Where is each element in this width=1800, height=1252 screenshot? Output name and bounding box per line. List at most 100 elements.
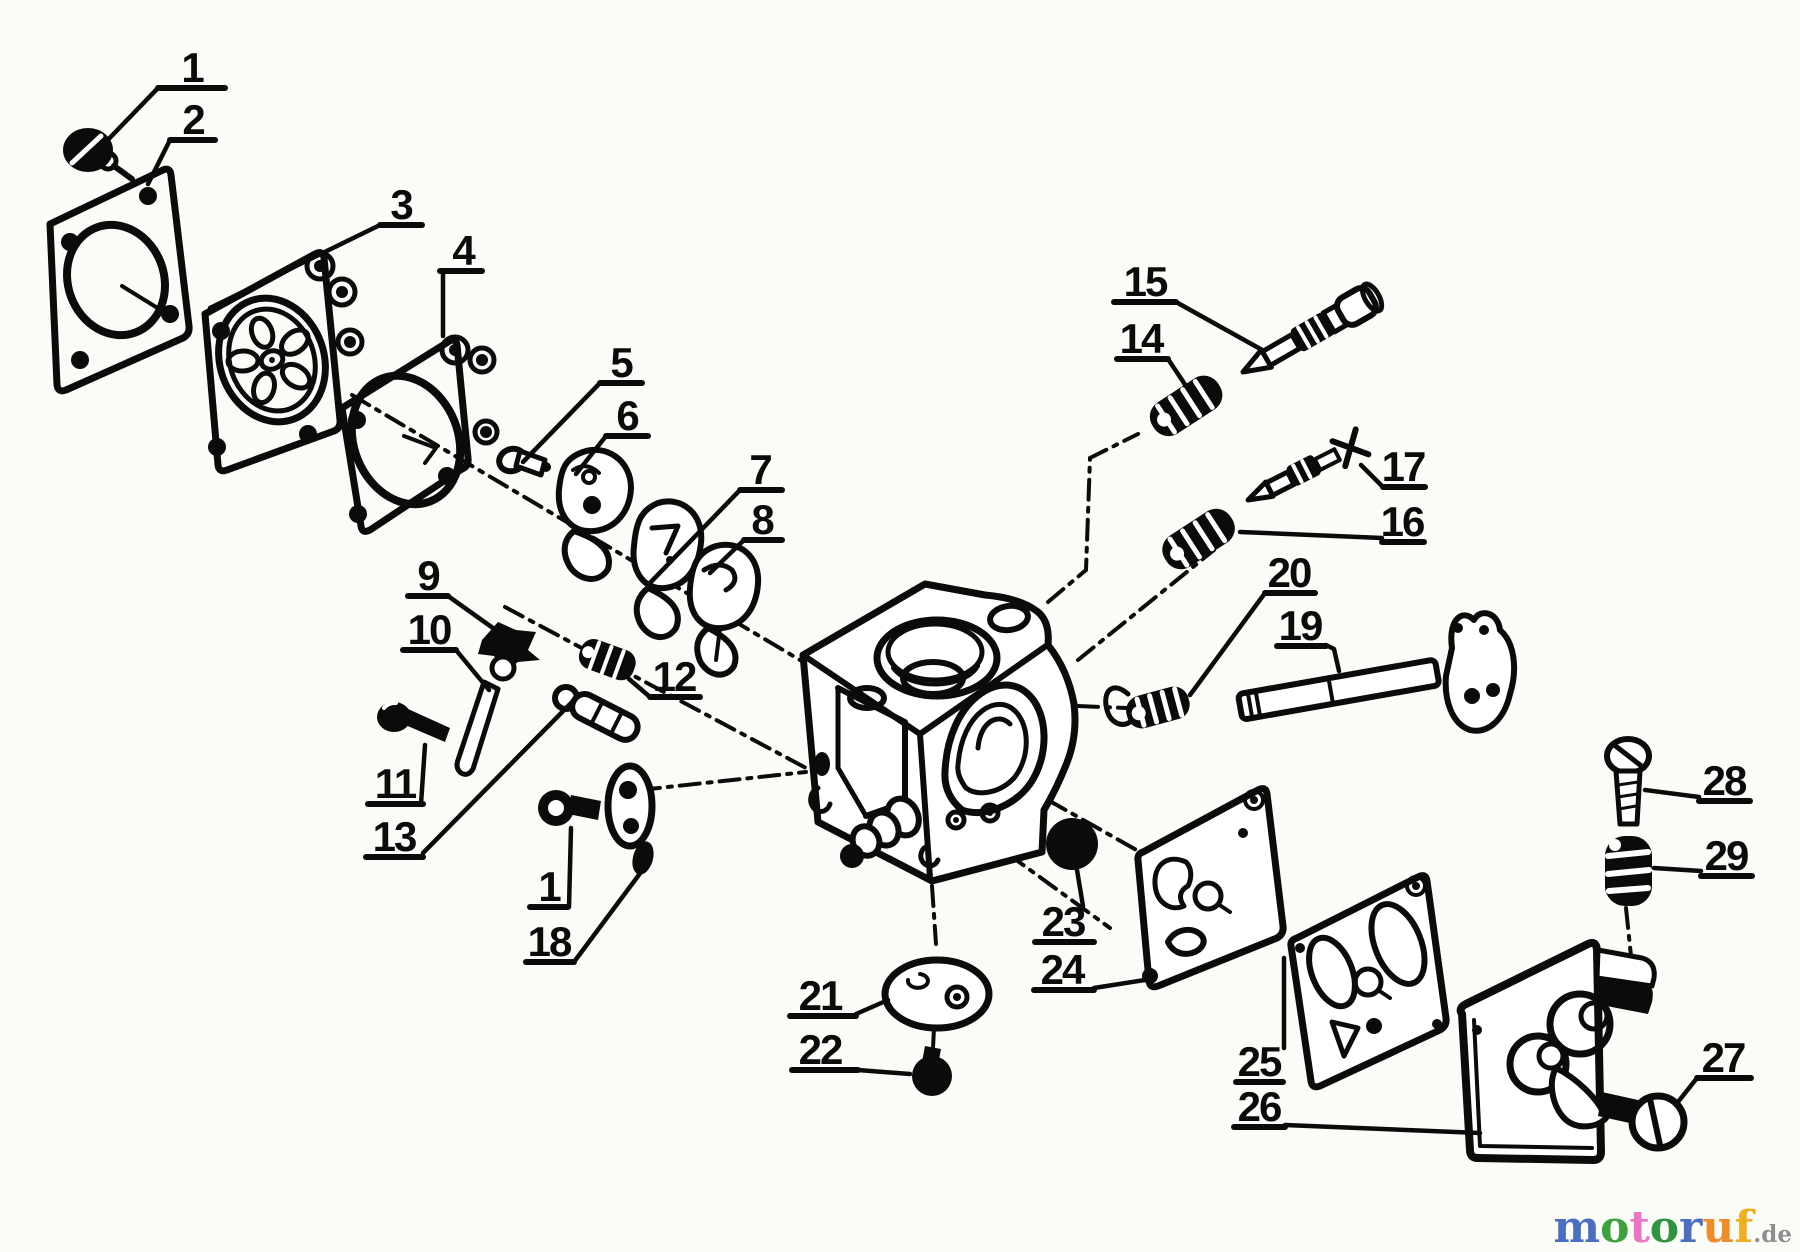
part-23-welch-plug <box>1046 818 1098 870</box>
watermark-letter: f <box>1734 1202 1754 1252</box>
part-number-label: 9 <box>417 552 439 599</box>
part-number-label: 6 <box>616 392 638 439</box>
callout-6: 6 <box>573 392 651 477</box>
part-8-valve-flap <box>686 541 762 678</box>
part-number-label: 4 <box>452 227 476 274</box>
callout-10: 10 <box>400 606 492 693</box>
part-17-adjust-needle <box>1245 426 1372 503</box>
callout-leader-line <box>420 694 580 856</box>
motoruf-watermark[interactable]: motoruf.de <box>1554 1206 1792 1250</box>
part-13-inlet-needle <box>552 684 641 743</box>
part-number-label: 12 <box>653 653 696 700</box>
part-7-valve-flap <box>630 498 705 640</box>
callout-leader-line <box>1358 462 1386 490</box>
callout-13: 13 <box>363 694 580 860</box>
callout-24: 24 <box>1031 946 1148 993</box>
callout-leader-line <box>1642 787 1702 800</box>
part-number-label: 10 <box>408 606 451 653</box>
callout-5: 5 <box>520 339 645 465</box>
callout-leader-line <box>1187 590 1268 698</box>
callout-leader-line <box>571 869 644 965</box>
callout-23: 23 <box>1032 867 1097 945</box>
callout-14: 14 <box>1114 315 1189 389</box>
callout-9: 9 <box>405 552 503 636</box>
part-number-label: 19 <box>1279 602 1322 649</box>
part-number-label: 3 <box>390 181 412 228</box>
callout-leader-line <box>1651 865 1704 874</box>
part-12-spring <box>578 638 636 681</box>
part-25-metering-diaphragm <box>1287 872 1450 1091</box>
part-number-label: 20 <box>1268 549 1311 596</box>
callout-leader-line <box>626 676 653 700</box>
callout-leader-line <box>97 85 161 151</box>
callout-1a: 1 <box>97 44 228 151</box>
callout-leader-line <box>1323 642 1342 674</box>
callout-leader-line <box>453 647 492 693</box>
part-number-label: 7 <box>749 446 771 493</box>
part-number-label: 23 <box>1042 898 1085 945</box>
callout-28: 28 <box>1642 757 1753 804</box>
part-number-label: 15 <box>1124 258 1168 305</box>
part-number-label: 28 <box>1703 757 1747 804</box>
callout-4: 4 <box>437 227 485 339</box>
part-10-needle <box>454 679 501 777</box>
part-number-label: 5 <box>610 339 633 386</box>
part-4-main-gasket <box>338 334 500 535</box>
part-20-spring <box>1103 685 1190 729</box>
callout-12: 12 <box>626 653 703 700</box>
part-number-label: 2 <box>182 96 204 143</box>
watermark-letter: r <box>1679 1202 1703 1252</box>
callout-22: 22 <box>789 1026 913 1077</box>
callout-2: 2 <box>145 96 218 187</box>
part-18-screw-and-clip <box>538 762 656 875</box>
part-number-label: 29 <box>1705 832 1748 879</box>
part-number-label: 22 <box>799 1026 842 1073</box>
callout-leader-line <box>1074 867 1086 909</box>
watermark-letter: t <box>1629 1202 1650 1252</box>
callout-leader-line <box>566 825 574 910</box>
part-11-idle-screw <box>377 700 450 742</box>
part-21-pump-cover-disc <box>881 956 993 1032</box>
part-number-label: 13 <box>373 813 416 860</box>
part-number-label: 11 <box>375 760 417 807</box>
watermark-letter: o <box>1649 1202 1680 1252</box>
callout-leader-line <box>1091 977 1148 991</box>
carburetor-artwork <box>46 128 1688 1164</box>
part-3-pump-diaphragm <box>201 249 365 475</box>
callout-layer: 1234567891011131211814151617192021222324… <box>97 44 1755 1136</box>
callout-17: 17 <box>1358 443 1428 490</box>
callout-21: 21 <box>787 972 891 1019</box>
part-6-inlet-valve-flap <box>555 446 634 582</box>
callout-3: 3 <box>207 181 425 311</box>
part-24-metering-gasket <box>1134 785 1287 991</box>
callout-25: 25 <box>1233 955 1287 1085</box>
part-29-spring <box>1605 836 1652 906</box>
callout-leader-line <box>1237 529 1385 541</box>
part-9-screw-washer-cluster <box>478 622 540 682</box>
callout-leader-line <box>1282 1122 1483 1136</box>
callout-leader-line <box>145 137 173 187</box>
part-number-label: 1 <box>181 44 204 91</box>
callout-leader-line <box>445 593 503 636</box>
callout-19: 19 <box>1274 602 1342 674</box>
callout-8: 8 <box>707 496 785 576</box>
callout-29: 29 <box>1651 832 1755 879</box>
part-1-choke-knob <box>63 128 135 182</box>
callout-leader-line <box>645 487 743 588</box>
part-15-adjust-needle <box>1240 281 1385 375</box>
callout-20: 20 <box>1187 549 1318 698</box>
part-27-screw <box>1598 1092 1688 1152</box>
callout-7: 7 <box>645 446 785 588</box>
part-19-throttle-shaft <box>1235 610 1518 734</box>
part-2-pump-cover-gasket <box>46 165 193 395</box>
callout-18: 18 <box>523 869 644 965</box>
part-28-screw <box>1604 736 1652 827</box>
part-number-label: 25 <box>1238 1038 1282 1085</box>
callout-1b: 1 <box>527 825 574 910</box>
part-number-label: 27 <box>1702 1034 1745 1081</box>
callout-11: 11 <box>365 742 428 807</box>
watermark-suffix: .de <box>1753 1221 1792 1248</box>
part-number-label: 16 <box>1381 498 1424 545</box>
